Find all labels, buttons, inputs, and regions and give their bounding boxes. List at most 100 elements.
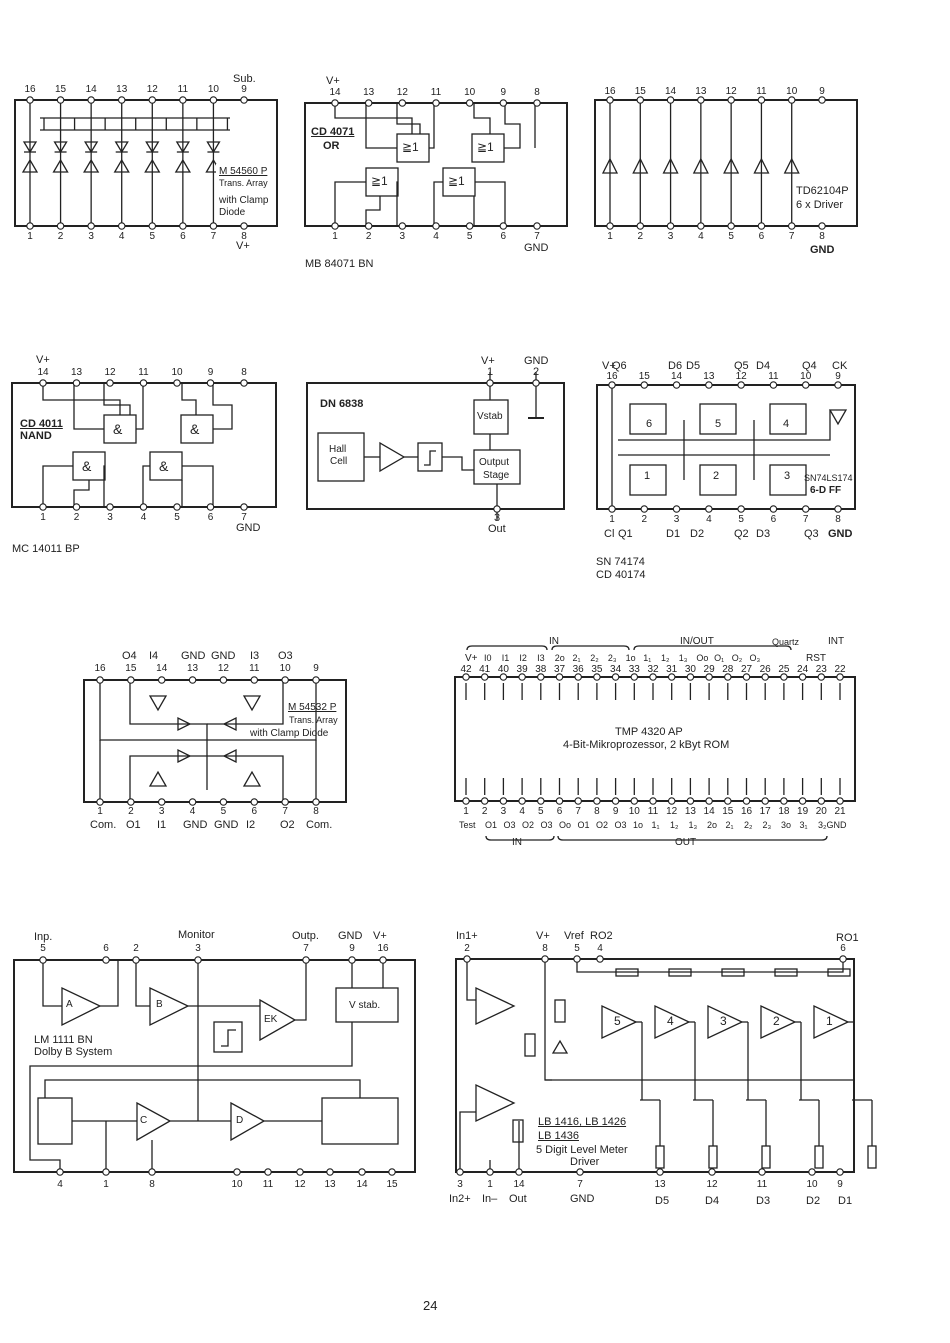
cd4011-bot-pin: [72, 503, 81, 511]
lm1111-pin-label: 13: [324, 1179, 336, 1190]
lb1416-pin: [836, 1168, 844, 1176]
tmp4320-top-pin: [462, 673, 470, 681]
lb1416-pin: [515, 1168, 523, 1176]
lb1416-signal-label: RO2: [590, 930, 613, 942]
lm1111-pin: [56, 1168, 64, 1176]
m54532-signal-label: GND: [181, 650, 206, 662]
m54532-signal-label: O1: [126, 819, 141, 831]
cd4071-func: OR: [323, 140, 340, 152]
tmp4320-top-pin-label: 22: [834, 664, 846, 675]
sn74174-signal-label: D2: [690, 528, 705, 540]
sn74174-bot-pin: [769, 505, 778, 513]
tmp4320-top-pin-label: 37: [553, 664, 566, 675]
m54560-bot-pin: [56, 222, 65, 230]
tmp4320-bot-pin: [724, 797, 732, 805]
td62104-name: TD62104P: [796, 185, 849, 197]
tmp4320-bot-pin-label: 13: [684, 806, 696, 817]
tmp4320-bot-pin-label: 21: [834, 806, 846, 817]
cd4071-bot-pin: [533, 222, 541, 230]
chip-m54532: [83, 679, 347, 803]
m54560-name: M 54560 P: [219, 166, 268, 177]
dn6838-output-label: Stage: [483, 470, 510, 481]
tmp4320-top-pin: [499, 673, 508, 681]
m54560-top-pin: [209, 96, 218, 104]
tmp4320-top-pin-label: 30: [684, 664, 696, 675]
tmp4320-bot-pin-label: 9: [612, 806, 619, 817]
cd4071-bot-pin: [432, 222, 440, 230]
page-number: 24: [423, 1298, 438, 1313]
td62104-top-pin-label: 13: [695, 86, 707, 97]
tmp4320-top-pin: [798, 673, 807, 681]
lb1416-pin: [808, 1168, 816, 1176]
lm1111-pin-label: 2: [133, 943, 139, 954]
td62104-bot-pin: [666, 222, 675, 230]
lb1416-signal-label: In–: [482, 1193, 498, 1205]
lm1111-pin-label: 8: [149, 1179, 155, 1190]
m54560-top-pin-label: 11: [177, 84, 189, 95]
tmp4320-top-pin: [480, 673, 489, 681]
lb1416-signal-label: Out: [509, 1193, 527, 1205]
m54532-top-pin-label: 15: [125, 663, 137, 674]
tmp4320-top-pin-label: 33: [628, 664, 640, 675]
cd4011-top-pin-label: 10: [171, 367, 183, 378]
or-gate-symbol: ≧1: [402, 140, 419, 154]
cd4011-top-pin: [72, 379, 81, 387]
cd4071-bot-pin: [331, 222, 339, 230]
tmp4320-bot-pin-label: 6: [556, 806, 563, 817]
td62104-bot-pin: [606, 222, 614, 230]
m54560-bot-pin-label: 6: [180, 231, 186, 242]
tmp4320-signal-label: 2₁: [572, 653, 581, 663]
tmp4320-bot-pin-label: 20: [815, 806, 827, 817]
tmp4320-top-pin: [518, 673, 526, 681]
lm1111-block-label: A: [66, 999, 73, 1010]
lm1111-block-label: D: [236, 1115, 244, 1126]
cd4071-bot-pin-label: 1: [332, 231, 338, 242]
tmp4320-top-pin: [724, 673, 732, 681]
lm1111-pin: [233, 1168, 241, 1176]
flip-flop-number: 6: [646, 418, 653, 430]
tmp4320-vplus-label: V+: [465, 653, 478, 664]
lb1416-amp-label: 2: [773, 1014, 780, 1028]
sn74174-top-pin: [769, 381, 778, 389]
td62104-top-pin-label: 9: [819, 86, 825, 97]
tmp4320-name: TMP 4320 AP: [615, 726, 683, 738]
cd4071-top-pin-label: 12: [396, 87, 408, 98]
lb1416-desc: Driver: [570, 1156, 600, 1168]
td62104-bot-pin-label: 6: [758, 231, 765, 242]
cd4011-func: NAND: [20, 430, 52, 442]
m54532-bot-pin: [127, 798, 135, 806]
lb1416-signal-label: D1: [838, 1195, 853, 1207]
tmp4320-top-pin-label: 41: [479, 664, 491, 675]
td62104-bot-pin-label: 4: [698, 231, 704, 242]
sn74174-bot-pin-label: 1: [609, 514, 615, 525]
sn74174-bot-pin: [672, 505, 681, 513]
cd4071-top-pin: [398, 99, 407, 107]
td62104-top-pin: [666, 96, 675, 104]
tmp4320-signal-label: O3: [540, 820, 553, 830]
cd4071-top-pin-label: 11: [430, 87, 442, 98]
lb1416-name: LB 1416, LB 1426: [538, 1116, 627, 1128]
tmp4320-signal-label: 3o: [781, 820, 792, 830]
lb1416-pin: [596, 955, 604, 963]
tmp4320-bot-pin-label: 18: [778, 806, 790, 817]
m54532-bot-pin: [188, 798, 197, 806]
tmp4320-bot-pin-label: 7: [575, 806, 581, 817]
cd4011-name: CD 4011: [20, 418, 63, 430]
sn74174-signal-label: D5: [686, 360, 701, 372]
tmp4320-bot-pin: [555, 797, 564, 805]
tmp4320-signal-label: I2: [519, 653, 527, 663]
tmp4320-bot-pin-label: 19: [797, 806, 809, 817]
chip-td62104: [594, 99, 858, 227]
m54560-bot-pin: [117, 222, 126, 230]
lm1111-pin: [348, 956, 356, 964]
sn74174-signal-label: D1: [666, 528, 681, 540]
td62104-bot-pin: [757, 222, 766, 230]
tmp4320-top-pin-label: 28: [722, 664, 734, 675]
sn74174-top-pin-label: 11: [768, 371, 779, 382]
lm1111-pin-label: 14: [356, 1179, 368, 1190]
tmp4320-top-pin-label: 36: [572, 664, 584, 675]
lb1416-pin: [573, 955, 581, 963]
tmp4320-bot-pin: [686, 797, 695, 805]
td62104-top-pin: [757, 96, 766, 104]
cd4071-top-pin-label: 13: [363, 87, 375, 98]
